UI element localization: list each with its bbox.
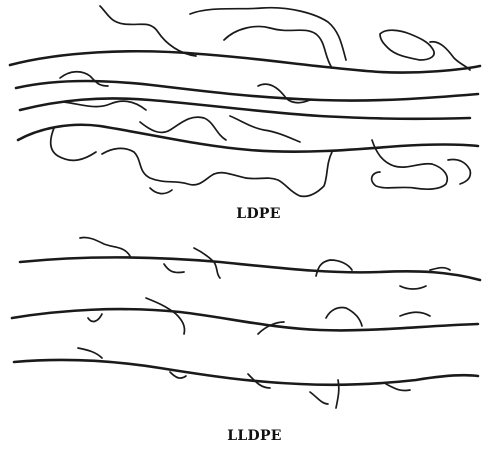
ldpe-long-branch [100, 6, 196, 56]
lldpe-short-branch [400, 286, 426, 289]
lldpe-short-branch [78, 348, 102, 358]
lldpe-chains [12, 237, 480, 408]
ldpe-label: LDPE [0, 206, 489, 222]
lldpe-short-branch [316, 260, 352, 276]
ldpe-main-chain [16, 81, 478, 101]
lldpe-short-branch [88, 314, 102, 321]
ldpe-long-branch [60, 72, 108, 86]
lldpe-short-branch [146, 298, 185, 334]
ldpe-main-chain [20, 98, 470, 118]
ldpe-long-branch [190, 8, 346, 60]
lldpe-short-branch [430, 268, 450, 270]
lldpe-short-branch [386, 384, 410, 391]
lldpe-label: LLDPE [0, 428, 489, 444]
lldpe-main-chain [14, 360, 478, 385]
lldpe-main-chain [20, 258, 480, 281]
lldpe-short-branch [326, 307, 362, 326]
ldpe-long-branch [448, 159, 470, 184]
ldpe-long-branch [102, 148, 214, 185]
ldpe-long-branch [150, 188, 172, 194]
ldpe-main-chain [10, 51, 480, 72]
lldpe-short-branch [80, 237, 130, 256]
ldpe-main-chain [18, 125, 478, 152]
lldpe-short-branch [164, 264, 184, 273]
lldpe-short-branch [194, 248, 220, 278]
lldpe-main-chain [12, 309, 478, 330]
ldpe-long-branch [430, 42, 470, 70]
lldpe-short-branch [400, 312, 430, 316]
ldpe-long-branch [230, 116, 300, 142]
ldpe-long-branch [51, 128, 96, 160]
ldpe-long-branch [214, 152, 332, 196]
lldpe-short-branch [310, 392, 328, 404]
ldpe-long-branch [64, 101, 146, 110]
ldpe-chains [10, 6, 480, 196]
ldpe-long-branch [380, 30, 434, 60]
